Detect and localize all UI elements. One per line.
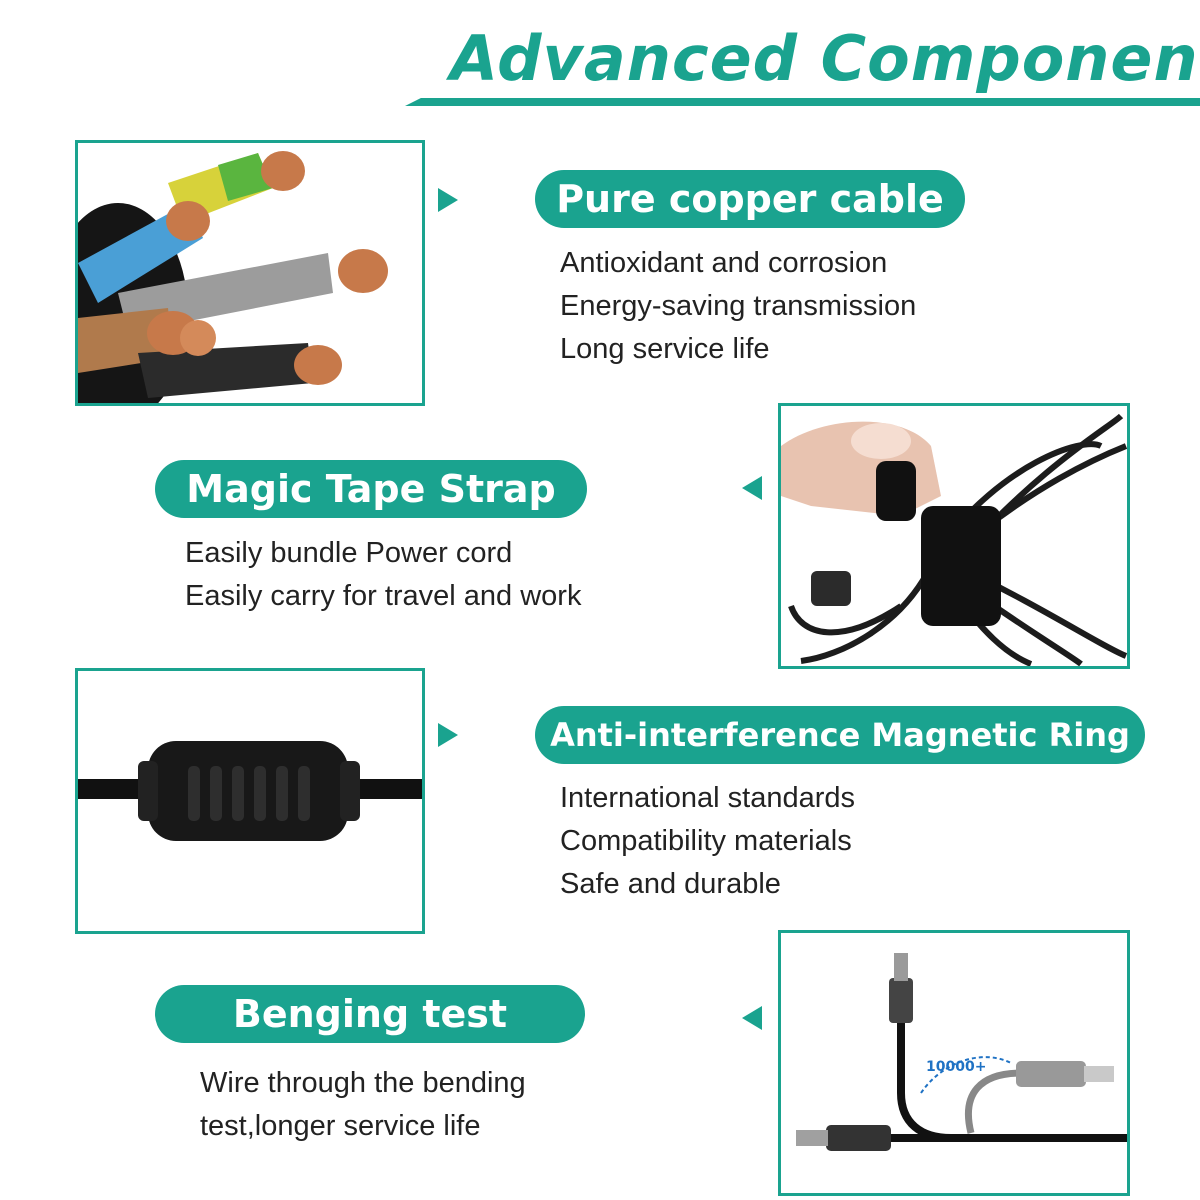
- feature-label: Magic Tape Strap: [155, 460, 587, 518]
- feature-label: Anti-interference Magnetic Ring: [535, 706, 1145, 764]
- bullet-text: International standards: [560, 782, 856, 814]
- arrow-left-icon: [742, 1006, 762, 1030]
- arrow-left-icon: [742, 476, 762, 500]
- feature-bullets: Easily bundle Power cord Easily carry fo…: [185, 532, 581, 618]
- bullet-text: Antioxidant and corrosion: [560, 247, 888, 279]
- bending-test-image: 10000+: [778, 930, 1130, 1196]
- title-underline: [405, 98, 1200, 106]
- bullet-text: Easily carry for travel and work: [185, 580, 582, 612]
- arrow-right-icon: [438, 188, 458, 212]
- feature-bullets: Antioxidant and corrosion Energy-saving …: [560, 242, 916, 371]
- page-title: Advanced Component: [450, 22, 1200, 95]
- bullet-text: Safe and durable: [560, 868, 781, 900]
- copper-wires-image: [75, 140, 425, 406]
- feature-label: Benging test: [155, 985, 585, 1043]
- arrow-right-icon: [438, 723, 458, 747]
- bullet-text: Energy-saving transmission: [560, 290, 917, 322]
- bullet-text: Easily bundle Power cord: [185, 537, 513, 569]
- bullet-text: test,longer service life: [200, 1110, 481, 1142]
- bullet-text: Wire through the bending: [200, 1067, 526, 1099]
- bullet-text: Long service life: [560, 333, 770, 365]
- feature-bullets: International standards Compatibility ma…: [560, 777, 855, 906]
- feature-bullets: Wire through the bending test,longer ser…: [200, 1062, 526, 1148]
- bullet-text: Compatibility materials: [560, 825, 852, 857]
- bend-count-label: 10000+: [926, 1059, 986, 1075]
- velcro-strap-image: [778, 403, 1130, 669]
- feature-label: Pure copper cable: [535, 170, 965, 228]
- ferrite-ring-image: [75, 668, 425, 934]
